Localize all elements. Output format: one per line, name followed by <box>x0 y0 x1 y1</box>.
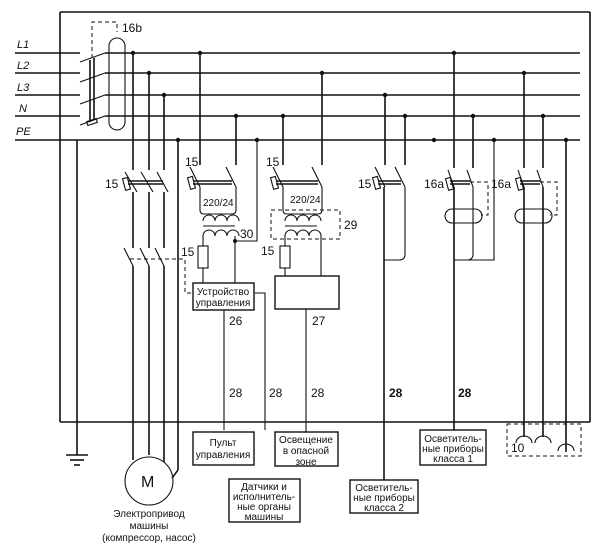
svg-text:ные органы: ные органы <box>237 502 291 513</box>
breaker-ctrl-label: 15 <box>185 155 199 169</box>
svg-text:зоне: зоне <box>295 457 317 468</box>
svg-text:класса 2: класса 2 <box>364 503 404 514</box>
svg-text:Устройство: Устройство <box>197 287 250 298</box>
lighting-circuit <box>269 73 341 432</box>
wire-28-e-label: 28 <box>458 386 472 400</box>
wire-26-label: 26 <box>229 314 243 328</box>
socket-icon <box>515 435 533 444</box>
bus-label-l1: L1 <box>17 39 29 51</box>
lighting-danger-block: Освещение в опасной зоне <box>274 431 339 468</box>
wire-28-d-label: 28 <box>389 386 403 400</box>
breaker-motor-label: 15 <box>105 177 119 191</box>
svg-text:Осветитель-: Осветитель- <box>424 434 481 445</box>
main-switch-label: 16b <box>122 21 142 35</box>
rcd-1-label: 16a <box>424 177 444 191</box>
socket-icon <box>557 443 575 452</box>
motor-caption: Электропривод машины (компрессор, насос) <box>102 509 196 544</box>
rcd-2-circuit <box>514 73 567 452</box>
rcd-1-circuit <box>444 53 495 430</box>
fuse-ctrl <box>197 245 209 269</box>
main-switch <box>79 21 126 131</box>
rcd-2-core <box>514 208 553 224</box>
enclosure-29-label: 29 <box>344 218 358 232</box>
svg-text:ные приборы: ные приборы <box>422 443 484 455</box>
svg-text:управления: управления <box>196 450 251 461</box>
control-circuit <box>186 53 266 430</box>
ground-wire <box>66 140 88 466</box>
svg-text:Осветитель-: Осветитель- <box>355 483 412 494</box>
lights-class2-block: Осветитель- ные приборы класса 2 <box>349 479 419 514</box>
rcd-core-16b <box>108 37 126 131</box>
svg-text:в опасной: в опасной <box>283 446 329 457</box>
transformer-ctrl-label: 220/24 <box>203 198 234 209</box>
rcd-1-core <box>444 208 483 224</box>
class2-circuit <box>371 95 406 480</box>
bus-label-l3: L3 <box>17 82 30 94</box>
svg-text:машины: машины <box>245 512 284 523</box>
motor-icon <box>124 456 174 506</box>
bus-bars <box>15 52 580 141</box>
fuse-light <box>279 245 291 269</box>
wire-28-c-label: 28 <box>311 386 325 400</box>
sockets-label: 10 <box>511 441 525 455</box>
transformer-light-label: 220/24 <box>290 195 321 206</box>
svg-text:Электропривод: Электропривод <box>113 509 185 520</box>
svg-text:машины: машины <box>130 521 169 532</box>
motor-symbol: M <box>141 474 154 491</box>
svg-text:управления: управления <box>196 298 251 309</box>
fuse-ctrl-label: 15 <box>181 245 195 259</box>
ctrl-ground-label: 30 <box>240 227 254 241</box>
svg-text:ные приборы: ные приборы <box>353 492 415 504</box>
svg-text:Датчики и: Датчики и <box>241 482 287 493</box>
svg-text:(компрессор, насос): (компрессор, насос) <box>102 533 196 544</box>
socket-icon <box>534 435 552 444</box>
fuse-light-label: 15 <box>261 244 275 258</box>
bus-label-pe: PE <box>16 126 31 138</box>
bus-label-n: N <box>19 103 27 115</box>
breaker-light-label: 15 <box>266 155 280 169</box>
motor-circuit <box>121 53 193 506</box>
wire-28-a-label: 28 <box>229 386 243 400</box>
svg-text:Освещение: Освещение <box>279 435 333 446</box>
rcd-2-label: 16a <box>491 177 511 191</box>
wire-27-label: 27 <box>312 314 326 328</box>
sensors-block: Датчики и исполнитель- ные органы машины <box>228 478 301 523</box>
svg-text:исполнитель-: исполнитель- <box>233 492 295 503</box>
junction-dots <box>130 50 569 143</box>
svg-text:класса 1: класса 1 <box>433 454 473 465</box>
lighting-power-block <box>274 275 340 310</box>
bus-label-l2: L2 <box>17 60 29 72</box>
breaker-cls2-label: 15 <box>358 177 372 191</box>
sockets-group <box>506 423 582 457</box>
lights-class1-block: Осветитель- ные приборы класса 1 <box>419 429 487 466</box>
control-unit-text: Устройство управления <box>196 287 251 309</box>
wire-28-b-label: 28 <box>269 386 283 400</box>
svg-text:Пульт: Пульт <box>210 438 237 449</box>
control-panel-block: Пульт управления <box>192 431 255 466</box>
